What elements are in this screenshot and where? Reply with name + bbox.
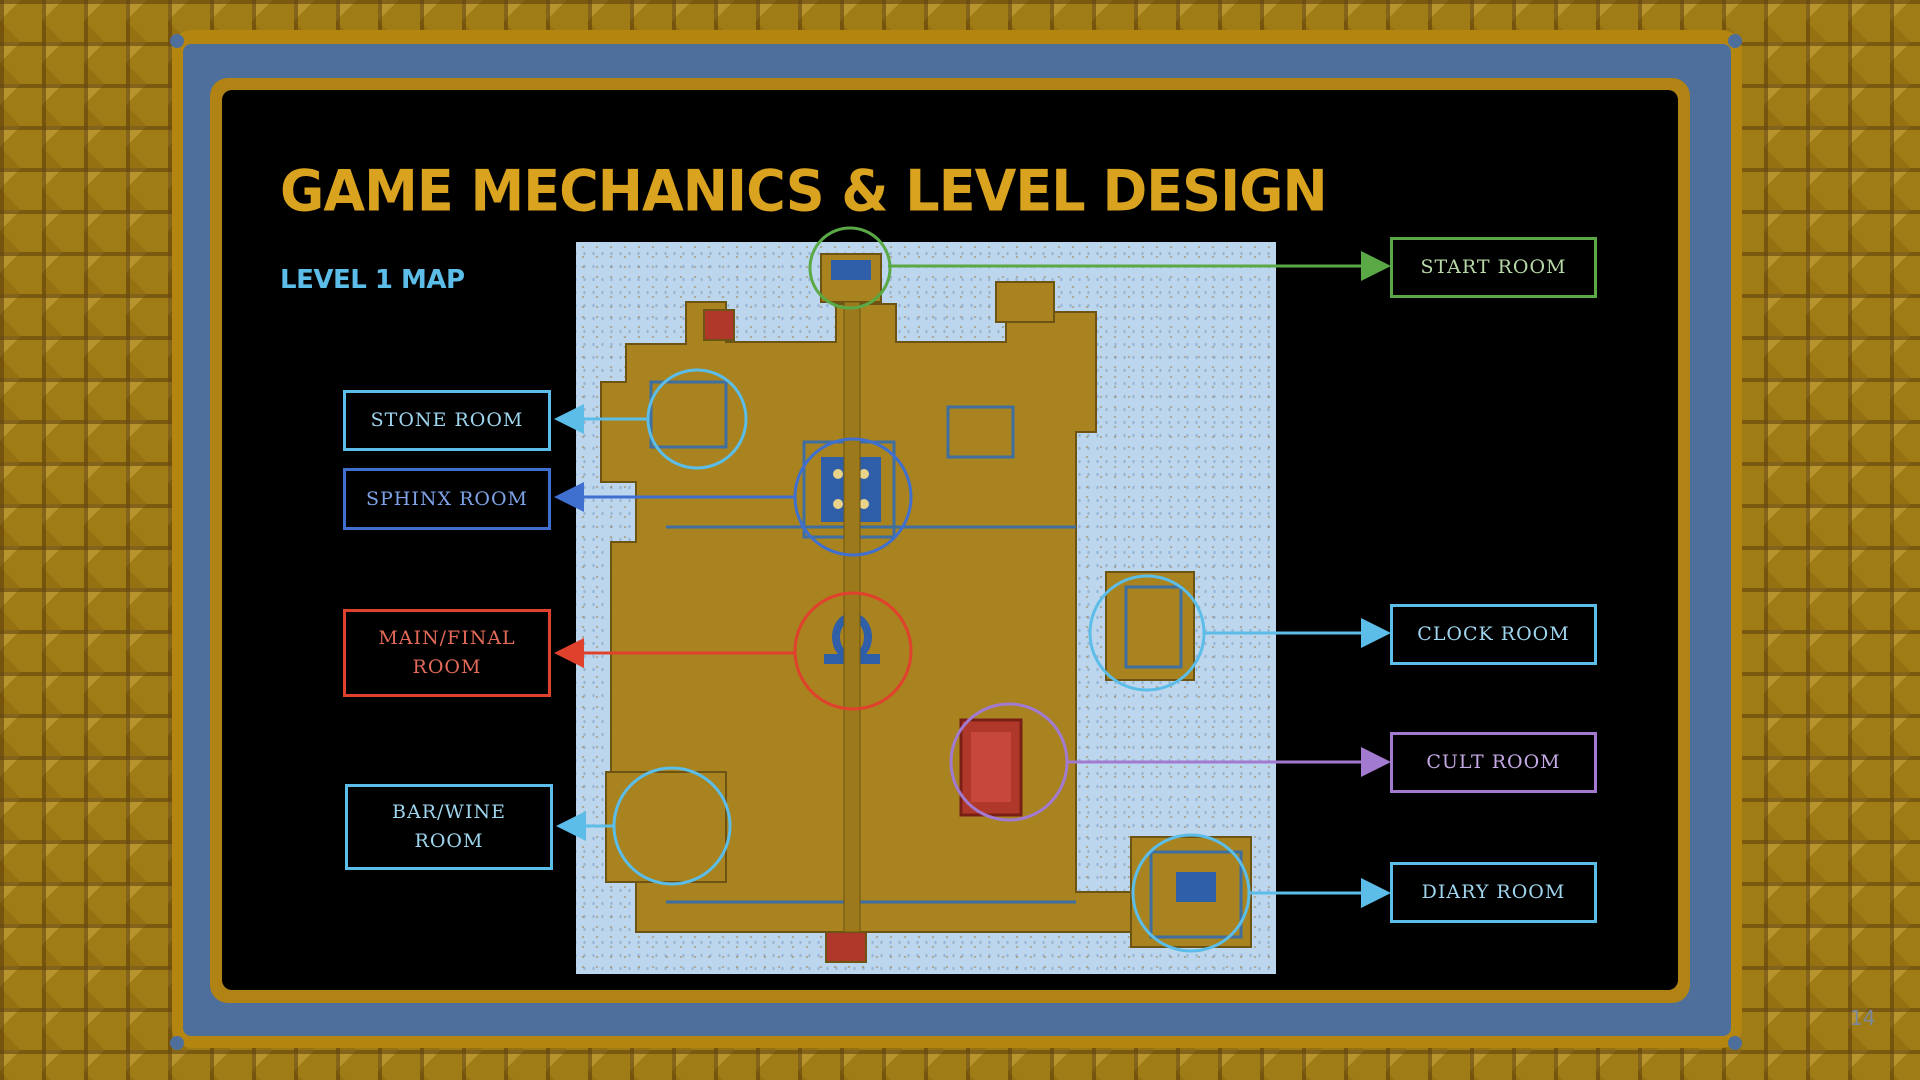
cult-room-label: CULT ROOM xyxy=(1390,732,1597,793)
clock-room-marker xyxy=(1090,576,1204,690)
bar-room-marker xyxy=(614,768,730,884)
sphinx-room-marker xyxy=(795,439,911,555)
stone-room-marker xyxy=(648,370,746,468)
bar-room-label-line2: ROOM xyxy=(415,827,484,856)
bar-room-label-line1: BAR/WINE xyxy=(392,798,506,827)
main-room-label-line2: ROOM xyxy=(413,653,482,682)
sphinx-room-label: SPHINX ROOM xyxy=(343,468,551,530)
start-room-label: START ROOM xyxy=(1390,237,1597,298)
diary-room-marker xyxy=(1133,835,1249,951)
bar-wine-room-label: BAR/WINE ROOM xyxy=(345,784,553,870)
main-final-room-label: MAIN/FINAL ROOM xyxy=(343,609,551,697)
clock-room-label: CLOCK ROOM xyxy=(1390,604,1597,665)
cult-room-marker xyxy=(951,704,1067,820)
stone-room-label: STONE ROOM xyxy=(343,390,551,451)
page-number: 14 xyxy=(1850,1006,1875,1030)
main-room-label-line1: MAIN/FINAL xyxy=(378,624,515,653)
start-room-marker xyxy=(810,228,890,308)
main-room-marker xyxy=(795,593,911,709)
diary-room-label: DIARY ROOM xyxy=(1390,862,1597,923)
